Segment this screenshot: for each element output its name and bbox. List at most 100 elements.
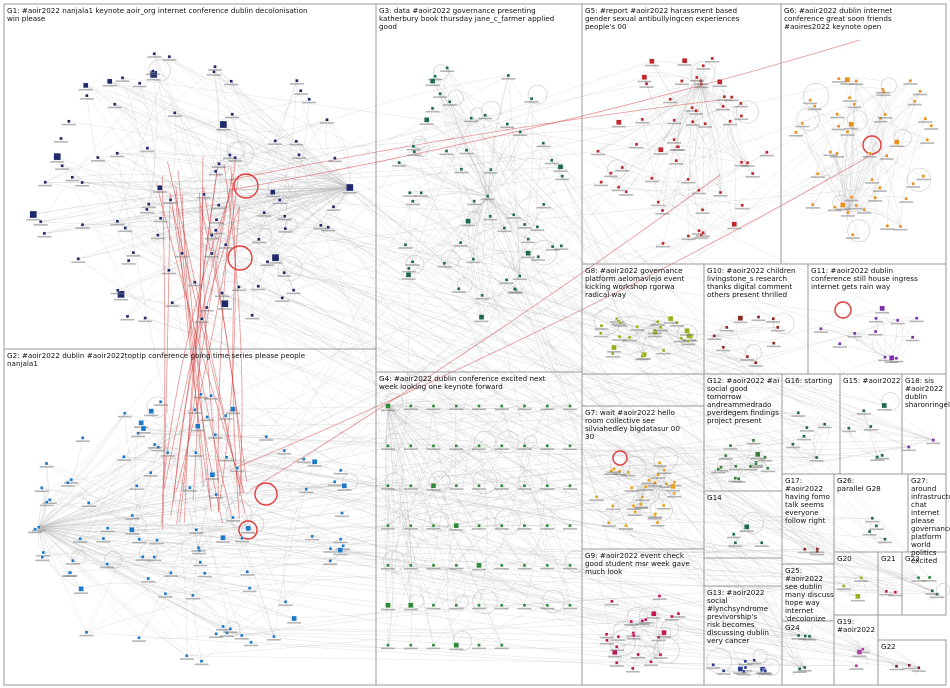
node-label-mark bbox=[188, 455, 203, 457]
node-label-mark bbox=[381, 567, 395, 570]
graph-node bbox=[670, 483, 676, 490]
graph-edge bbox=[138, 195, 488, 638]
self-loop bbox=[428, 470, 451, 493]
node-label-mark bbox=[540, 448, 555, 450]
graph-node bbox=[819, 327, 823, 331]
node-label-mark bbox=[813, 331, 828, 333]
graph-edge bbox=[45, 151, 599, 183]
graph-node bbox=[851, 233, 855, 237]
node-label-mark bbox=[601, 525, 616, 527]
graph-node bbox=[668, 97, 672, 101]
graph-node bbox=[39, 219, 43, 224]
graph-edge bbox=[216, 77, 645, 220]
graph-node bbox=[755, 451, 761, 458]
graph-node bbox=[883, 112, 887, 117]
group-label-g2: G2: #aoir2022 dublin #aoir2022toptip con… bbox=[7, 351, 306, 368]
graph-node bbox=[885, 224, 889, 228]
graph-edge bbox=[792, 667, 805, 675]
node-label-mark bbox=[207, 74, 221, 76]
node-label-mark bbox=[480, 198, 495, 201]
node-label-mark bbox=[869, 320, 883, 323]
graph-edge bbox=[154, 485, 345, 558]
graph-node bbox=[409, 484, 413, 488]
graph-node bbox=[754, 361, 758, 365]
node-label-mark bbox=[630, 329, 645, 331]
node-label-mark bbox=[268, 262, 283, 264]
node-label-mark bbox=[136, 432, 151, 434]
graph-node bbox=[611, 504, 615, 508]
graph-node bbox=[170, 301, 174, 305]
node-label-mark bbox=[754, 545, 769, 547]
node-label-mark bbox=[712, 85, 727, 87]
graph-node bbox=[214, 169, 218, 174]
graph-node bbox=[599, 324, 604, 328]
node-label-mark bbox=[208, 437, 223, 439]
graph-node bbox=[386, 563, 390, 568]
node-label-mark bbox=[716, 349, 731, 352]
graph-node bbox=[235, 466, 239, 470]
graph-node bbox=[448, 100, 452, 104]
graph-node bbox=[157, 185, 163, 191]
graph-node bbox=[733, 476, 737, 480]
graph-node bbox=[916, 576, 921, 580]
node-label-mark bbox=[865, 182, 879, 184]
graph-edge bbox=[86, 517, 234, 633]
graph-node bbox=[454, 444, 458, 448]
node-label-mark bbox=[749, 466, 763, 468]
graph-node bbox=[209, 472, 216, 478]
graph-edge bbox=[38, 525, 249, 529]
graph-edge bbox=[226, 457, 933, 591]
graph-node bbox=[679, 336, 683, 340]
graph-edge bbox=[839, 343, 897, 359]
graph-node bbox=[568, 484, 572, 488]
graph-edge bbox=[645, 619, 662, 655]
graph-node bbox=[907, 445, 911, 449]
graph-node bbox=[295, 78, 299, 83]
graph-edge bbox=[114, 104, 934, 441]
node-label-mark bbox=[797, 551, 812, 554]
node-label-mark bbox=[244, 644, 259, 647]
node-label-mark bbox=[671, 616, 686, 618]
node-label-mark bbox=[878, 541, 892, 544]
graph-edge bbox=[847, 114, 886, 213]
node-label-mark bbox=[731, 481, 746, 483]
graph-node bbox=[438, 92, 442, 96]
node-label-mark bbox=[406, 148, 421, 151]
graph-node bbox=[431, 603, 436, 607]
node-label-mark bbox=[857, 212, 872, 214]
graph-node bbox=[163, 592, 168, 596]
graph-node bbox=[71, 558, 75, 563]
graph-edge bbox=[71, 437, 83, 480]
graph-edge bbox=[222, 485, 389, 538]
node-label-mark bbox=[240, 574, 255, 576]
node-label-mark bbox=[733, 321, 748, 324]
node-label-mark bbox=[639, 86, 654, 88]
graph-node bbox=[931, 438, 935, 442]
graph-edge bbox=[900, 118, 926, 227]
node-label-mark bbox=[403, 488, 418, 490]
graph-edge bbox=[434, 76, 883, 309]
node-label-mark bbox=[160, 455, 175, 457]
node-label-mark bbox=[517, 567, 532, 570]
node-label-mark bbox=[192, 552, 207, 555]
node-label-mark bbox=[603, 175, 618, 178]
graph-edge bbox=[114, 104, 350, 188]
graph-edge bbox=[279, 199, 863, 650]
node-label-mark bbox=[875, 311, 890, 314]
node-label-mark bbox=[472, 408, 486, 411]
graph-node bbox=[898, 224, 903, 229]
graph-edge bbox=[78, 80, 857, 260]
graph-node bbox=[751, 171, 755, 176]
graph-node bbox=[116, 288, 120, 292]
node-label-mark bbox=[832, 346, 847, 348]
graph-edge bbox=[433, 445, 525, 486]
graph-node bbox=[808, 98, 812, 102]
graph-edge bbox=[34, 462, 660, 530]
graph-node bbox=[691, 120, 695, 124]
graph-node bbox=[884, 154, 889, 158]
graph-edge bbox=[485, 115, 934, 441]
graph-edge bbox=[38, 481, 335, 528]
graph-node bbox=[96, 155, 100, 160]
self-loop bbox=[741, 511, 764, 534]
